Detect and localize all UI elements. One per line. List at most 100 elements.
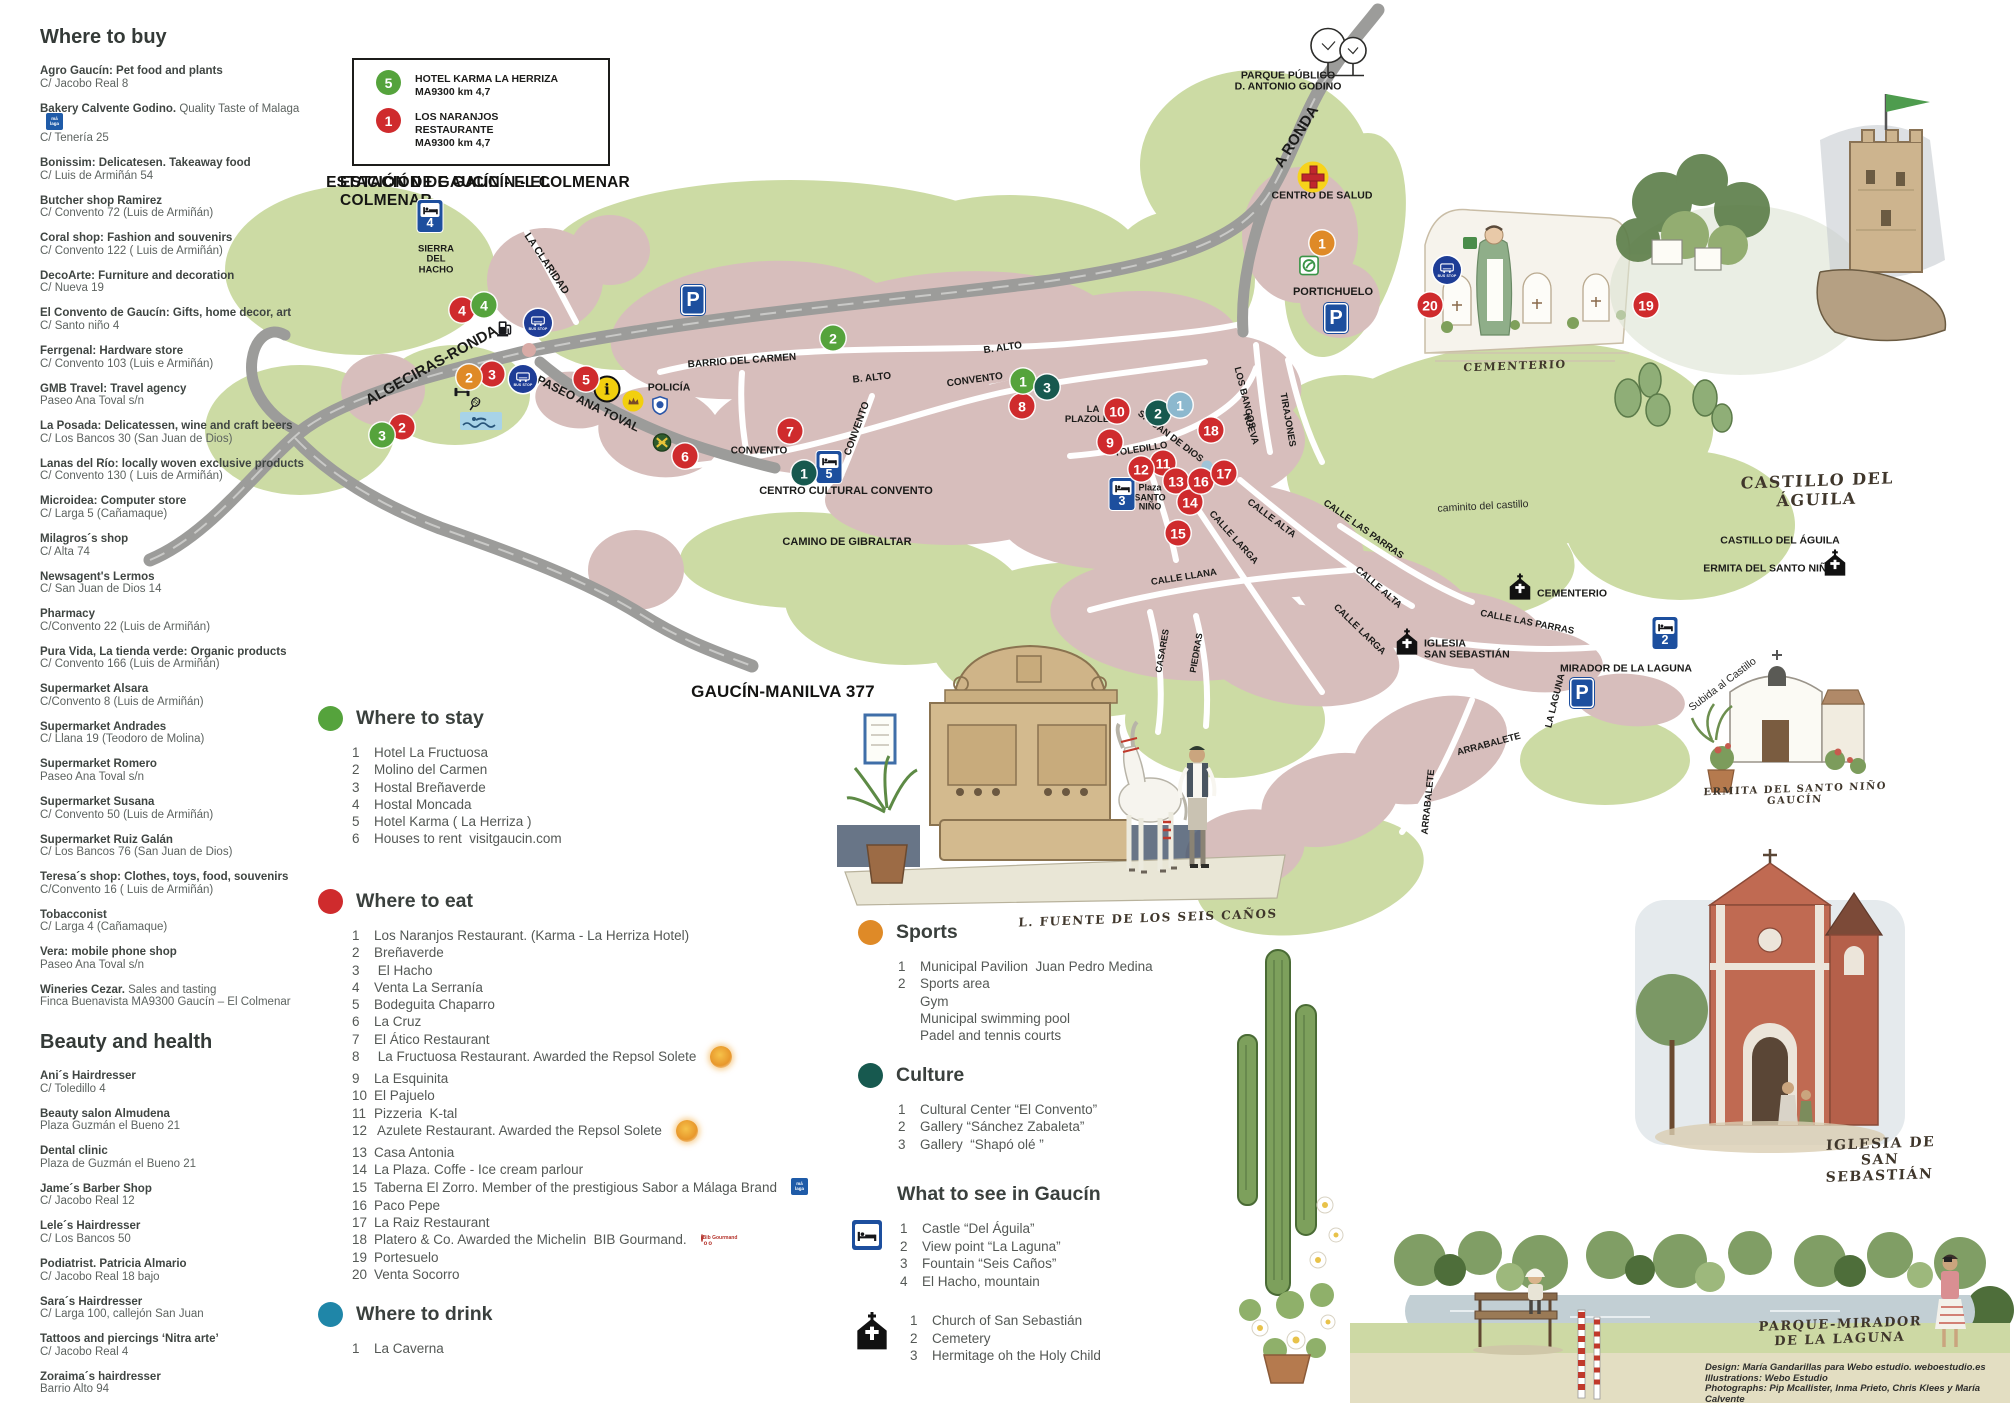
directory-entry-address: C/ Larga 100, callejón San Juan: [40, 1308, 204, 1321]
hotel-sign: 3: [1109, 478, 1135, 510]
map-marker-stay-2: 2: [820, 325, 846, 351]
culture-dot-icon: [858, 1063, 883, 1088]
directory-entry-name: Butcher shop Ramirez: [40, 194, 163, 207]
directory-entry: Pharmacy C/Convento 22 (Luis de Armiñán): [40, 608, 320, 633]
list-item-label: La Cruz: [374, 1014, 422, 1030]
list-item: 18 Platero & Co. Awarded the Michelin BI…: [352, 1231, 808, 1249]
directory-entry-name: El Convento de Gaucín: Gifts, home decor…: [40, 307, 292, 320]
list-item-label: Platero & Co. Awarded the Michelin BIB G…: [374, 1232, 687, 1248]
directory-entry: Supermarket Ruiz Galán C/ Los Bancos 76 …: [40, 834, 320, 859]
repsol-solete-badge: [710, 1046, 733, 1069]
map-marker-eat-15: 15: [1165, 520, 1191, 546]
bus-stop-icon: BUS STOP: [509, 365, 537, 393]
credit-line: Photographs: Pip Mcallister, Inma Prieto…: [1705, 1383, 1981, 1405]
directory-entry-address: Barrio Alto 94: [40, 1383, 110, 1396]
list-item-label: Taberna El Zorro. Member of the prestigi…: [374, 1179, 777, 1195]
directory-entry-address: Paseo Ana Toval s/n: [40, 958, 144, 971]
list-item-label: Hostal Moncada: [374, 796, 472, 812]
map-marker-sports-1: 1: [1309, 230, 1335, 256]
figures: [1778, 1082, 1813, 1125]
hotel-sign: 4: [417, 200, 443, 232]
list-item-label: El Hacho: [374, 962, 433, 978]
list-item-number: 1: [898, 1102, 906, 1117]
directory-entry-address: Paseo Ana Toval s/n: [40, 771, 144, 783]
street-label: CAMINO DE GIBRALTAR: [782, 536, 912, 549]
directory-entry-name: La Posada: Delicatessen, wine and craft …: [40, 420, 293, 433]
stay-dot-icon: [318, 706, 343, 731]
award-badge: [675, 1119, 698, 1142]
list-item: Padel and tennis courts: [898, 1027, 1153, 1044]
list-item-number: 9: [352, 1071, 360, 1087]
list-item-number: 3: [910, 1348, 918, 1363]
list-item-label: Paco Pepe: [374, 1197, 441, 1213]
directory-entry: Supermarket Andrades C/ Llana 19 (Teodor…: [40, 721, 320, 746]
list-item-number: 1: [352, 1341, 360, 1356]
list-item-number: 19: [352, 1250, 368, 1266]
street-label: LA PLAZOLETA: [1064, 403, 1122, 425]
map-marker-culture-2: 2: [1145, 400, 1171, 426]
directory-entry-name: Supermarket Romero: [40, 758, 157, 771]
list-item-number: 2: [352, 945, 360, 961]
directory-entry-name: Vera: mobile phone shop: [40, 946, 177, 959]
directory-entry-name: Lanas del Río: locally woven exclusive p…: [40, 457, 304, 470]
award-badge: Bib Gourmand: [700, 1229, 737, 1247]
list-item-number: 2: [898, 1119, 906, 1135]
list-item: 4 Venta La Serranía: [352, 979, 808, 996]
list-item-number: 20: [352, 1267, 368, 1283]
list-item-number: [898, 1010, 920, 1027]
list-item: 2 Molino del Carmen: [352, 761, 562, 778]
hotel-sign: 5: [816, 451, 842, 483]
list-item-label: Breñaverde: [374, 945, 444, 961]
hotel-sign: 2: [1652, 617, 1678, 649]
directory-entry-address: C/ Larga 4 (Cañamaque): [40, 921, 168, 934]
fountain-dot: [1201, 460, 1213, 472]
list-item-number: 15: [352, 1179, 368, 1195]
directory-entry-name: DecoArte: Furniture and decoration: [40, 269, 235, 282]
directory-entry-name: Jame´s Barber Shop: [40, 1182, 152, 1195]
list-item-number: 14: [352, 1162, 368, 1178]
list-item-number: 4: [352, 979, 360, 995]
where-to-buy-list: Agro Gaucín: Pet food and plants C/ Jaco…: [40, 65, 320, 1009]
list-item: 5 Hotel Karma ( La Herriza ): [352, 813, 562, 830]
directory-entry: Supermarket Alsara C/Convento 8 (Luis de…: [40, 683, 320, 708]
directory-entry: Zoraima´s hairdresser Barrio Alto 94: [40, 1371, 320, 1396]
directory-entry: Newsagent's Lermos C/ San Juan de Dios 1…: [40, 571, 320, 596]
church-icon: [1506, 573, 1534, 607]
directory-entry-address: C/ Convento 122 ( Luis de Armiñán): [40, 244, 223, 257]
directory-entry: Milagros´s shop C/ Alta 74: [40, 533, 320, 558]
donkey: [1115, 720, 1188, 874]
list-item-number: [898, 1027, 920, 1044]
palm-plant: [846, 755, 918, 884]
streets: [524, 229, 1795, 835]
list-item-label: La Esquinita: [374, 1071, 449, 1087]
drink-heading: Where to drink: [356, 1303, 493, 1325]
repsol-solete-badge: [675, 1119, 698, 1142]
directory-entry: Beauty salon Almudena Plaza Guzmán el Bu…: [40, 1108, 320, 1133]
directory-entry-name: Newsagent's Lermos: [40, 570, 155, 583]
list-item-number: 1: [900, 1221, 908, 1236]
list-item-number: 8: [352, 1049, 360, 1065]
directory-entry-address: Finca Buenavista MA9300 Gaucín – El Colm…: [40, 996, 291, 1009]
directory-entry-address: C/ Convento 130 ( Luis de Armiñán): [40, 470, 223, 483]
directory-entry: Vera: mobile phone shop Paseo Ana Toval …: [40, 946, 320, 971]
directory-entry-address: C/ Santo niño 4: [40, 320, 120, 333]
directory-entry-address: C/ Tenería 25: [40, 132, 109, 145]
list-item: 16 Paco Pepe: [352, 1197, 808, 1214]
directory-entry: El Convento de Gaucín: Gifts, home decor…: [40, 307, 320, 332]
where-to-buy-heading: Where to buy: [40, 26, 167, 48]
map-marker-sports-2: 2: [456, 364, 482, 390]
map-marker-eat-18: 18: [1198, 417, 1224, 443]
list-item: 3 Hostal Breñaverde: [352, 779, 562, 796]
directory-entry: Bonissim: Delicatesen. Takeaway food C/ …: [40, 157, 320, 182]
map-marker-drink-1: 1: [1167, 392, 1193, 418]
striped-poles: [1577, 1309, 1601, 1400]
handwritten-label: PARQUE-MIRADOR DE LA LAGUNA: [1758, 1314, 1923, 1350]
list-item-number: 2: [900, 1238, 908, 1254]
directory-entry-address: C/ Los Bancos 76 (San Juan de Dios): [40, 846, 233, 859]
list-item-label: Gallery “Sánchez Zabaleta”: [920, 1119, 1085, 1135]
map-marker-eat-10: 10: [1104, 398, 1130, 424]
bus-stop-icon: BUS STOP: [1433, 256, 1461, 284]
